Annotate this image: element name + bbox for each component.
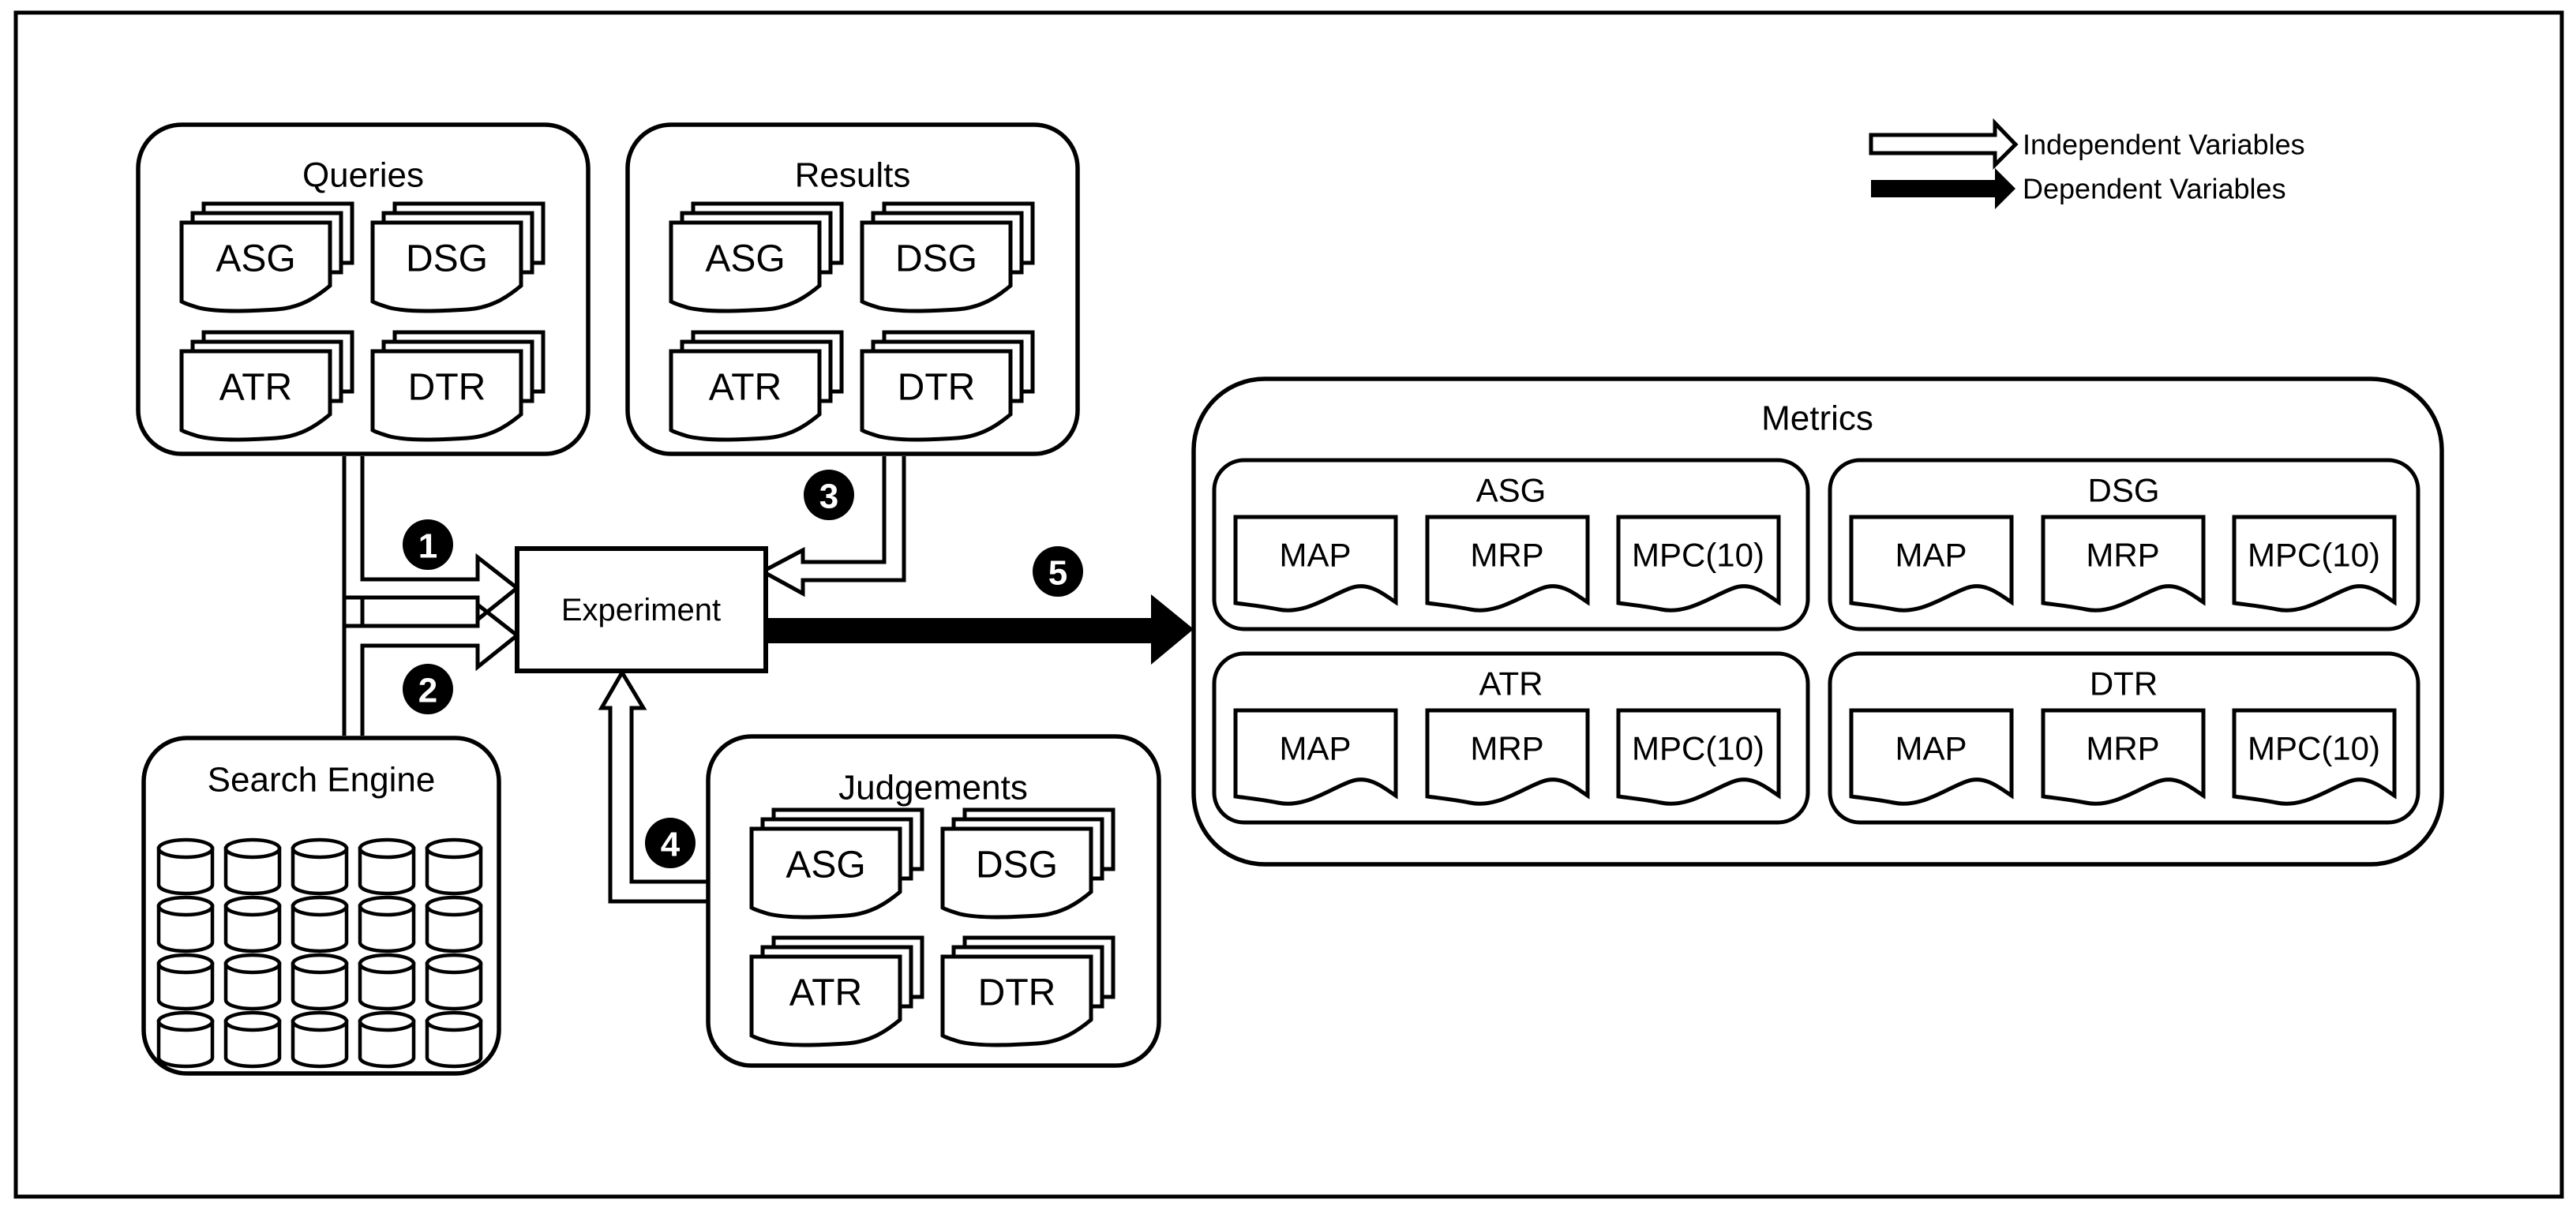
search-engine-box: Search Engine <box>141 736 501 1076</box>
database-cylinder-icon <box>360 897 414 951</box>
metrics-group-asg: ASG MAP MRP MPC(10) <box>1212 458 1810 631</box>
dependent-variable-arrow-icon <box>1871 168 2015 209</box>
step-badge-2-number: 2 <box>418 672 437 710</box>
queries-doc-label: ASG <box>216 238 295 280</box>
database-cylinder-icon <box>159 897 212 951</box>
metrics-group-dsg-title: DSG <box>2087 472 2159 509</box>
metrics-group-asg-title: ASG <box>1476 472 1547 509</box>
queries-doc-label: ATR <box>219 367 292 409</box>
database-cylinder-icon <box>427 840 481 893</box>
metrics-box: Metrics ASG MAP MRP MPC(10) DSG MAP MRP … <box>1191 376 2444 867</box>
metrics-group-atr-title: ATR <box>1479 665 1543 702</box>
metric-doc-label: MAP <box>1279 537 1351 574</box>
metric-doc-label: MRP <box>2086 537 2159 574</box>
search-engine-title: Search Engine <box>208 761 436 800</box>
metric-doc-label: MAP <box>1895 537 1967 574</box>
step-badge-2 <box>403 664 453 714</box>
step-badge-4 <box>645 818 696 868</box>
database-cylinder-icon <box>427 897 481 951</box>
metrics-group-dsg: DSG MAP MRP MPC(10) <box>1828 458 2420 631</box>
metrics-group-dtr-title: DTR <box>2090 665 2158 702</box>
database-cylinder-icon <box>159 1013 212 1066</box>
database-cylinder-icon <box>360 955 414 1009</box>
metrics-group-dtr: DTR MAP MRP MPC(10) <box>1828 651 2420 825</box>
experiment-title: Experiment <box>561 593 721 627</box>
metrics-group-atr: ATR MAP MRP MPC(10) <box>1212 651 1810 825</box>
experiment-border <box>515 546 768 673</box>
judgements-doc-label: DTR <box>978 972 1056 1014</box>
legend-independent-label: Independent Variables <box>2023 129 2305 161</box>
database-cylinder-icon <box>226 840 279 893</box>
database-cylinder-icon <box>226 955 279 1009</box>
metrics-title: Metrics <box>1761 399 1873 438</box>
database-cylinder-icon <box>427 955 481 1009</box>
arrow-judgements-to-experiment-icon <box>598 669 708 904</box>
database-cylinder-icon <box>159 840 212 893</box>
metric-doc-label: MPC(10) <box>1632 537 1764 574</box>
database-cylinder-icon <box>427 1013 481 1066</box>
results-doc-label: DSG <box>895 238 977 280</box>
database-cylinder-icon <box>360 840 414 893</box>
step-badge-3-number: 3 <box>819 478 838 516</box>
database-cylinder-icon <box>360 1013 414 1066</box>
database-cylinder-icon <box>226 1013 279 1066</box>
step-badge-1 <box>403 519 453 570</box>
step-badge-4-number: 4 <box>661 826 681 864</box>
metric-doc-label: MRP <box>2086 730 2159 767</box>
step-badge-3 <box>804 470 854 520</box>
metric-doc-label: MPC(10) <box>2248 730 2380 767</box>
queries-box: Queries ASG DSG ATR DTR <box>136 122 591 456</box>
database-cylinder-icon <box>293 1013 347 1066</box>
step-badge-1-number: 1 <box>418 527 437 566</box>
judgements-title: Judgements <box>838 769 1028 807</box>
step-badge-5-number: 5 <box>1048 554 1067 593</box>
results-doc-label: ATR <box>709 367 782 409</box>
database-cylinder-icon <box>226 897 279 951</box>
legend-dependent-label: Dependent Variables <box>2023 173 2286 205</box>
metric-doc-label: MAP <box>1279 730 1351 767</box>
metric-doc-label: MPC(10) <box>1632 730 1764 767</box>
experiment-box: Experiment <box>515 546 768 673</box>
queries-doc-label: DTR <box>408 367 486 409</box>
judgements-doc-label: DSG <box>976 845 1058 886</box>
queries-doc-label: DSG <box>406 238 488 280</box>
metric-doc-label: MPC(10) <box>2248 537 2380 574</box>
database-cylinder-icon <box>293 840 347 893</box>
step-badges: 1 2 3 4 5 <box>403 470 1083 868</box>
judgements-box: Judgements ASG DSG ATR DTR <box>706 734 1161 1068</box>
arrow-channel-connector <box>342 598 365 626</box>
results-box: Results ASG DSG ATR DTR <box>625 122 1080 456</box>
results-doc-label: ASG <box>705 238 785 280</box>
metric-doc-label: MRP <box>1470 537 1543 574</box>
judgements-doc-label: ASG <box>786 845 865 886</box>
queries-title: Queries <box>302 156 424 195</box>
legend: Independent Variables Dependent Variable… <box>1869 118 2305 209</box>
metric-doc-label: MAP <box>1895 730 1967 767</box>
metric-doc-label: MRP <box>1470 730 1543 767</box>
database-cylinder-icon <box>293 955 347 1009</box>
judgements-doc-label: ATR <box>789 972 862 1014</box>
step-badge-5 <box>1033 546 1083 597</box>
results-doc-label: DTR <box>898 367 976 409</box>
database-cylinder-icon <box>293 897 347 951</box>
results-title: Results <box>795 156 911 195</box>
independent-variable-arrow-icon <box>1869 118 2019 170</box>
arrow-experiment-to-metrics-icon <box>766 594 1194 665</box>
database-cylinder-icon <box>159 955 212 1009</box>
figure-border <box>13 10 2564 1199</box>
